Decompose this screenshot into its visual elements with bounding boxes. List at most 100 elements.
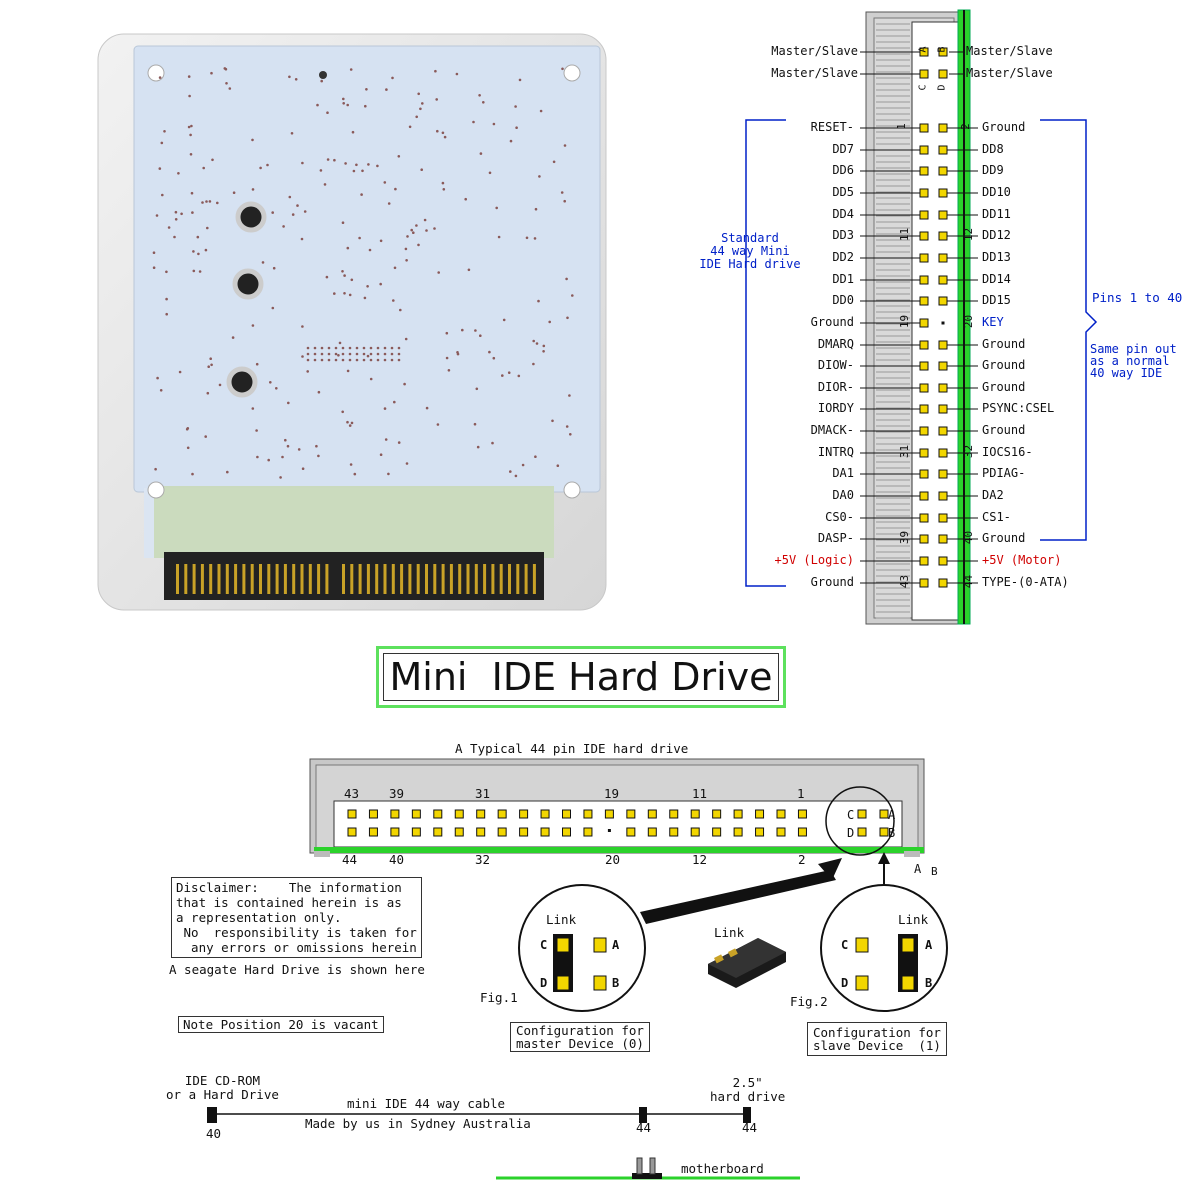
cable-diagram: [0, 1060, 1200, 1200]
pin-number-left: 43: [898, 574, 912, 589]
pin-number-left: 19: [898, 314, 912, 329]
adapter-photo: [94, 28, 614, 618]
pin-label-left: DMACK-: [810, 423, 854, 437]
pin-number-left: 1: [894, 123, 908, 130]
bracket-left-text: IDE Hard drive: [699, 257, 801, 271]
pin-label-left: DD4: [832, 207, 854, 221]
pin-label-right: Ground: [982, 358, 1026, 372]
pin-label-left: INTRQ: [817, 445, 854, 459]
fig2-caption: Fig.2: [790, 994, 828, 1009]
pin-label-right: DD14: [982, 272, 1011, 286]
pin-label-left: DD5: [832, 185, 854, 199]
screw-hole: [235, 201, 267, 233]
pin-label-left: RESET-: [810, 120, 854, 134]
master-slave-left: Master/Slave: [771, 66, 858, 80]
drive-letter-A-outside: A: [914, 862, 922, 876]
title-box: Mini IDE Hard Drive: [376, 646, 786, 708]
pin-label-left: DD6: [832, 163, 854, 177]
disclaimer-box: Disclaimer: The information that is cont…: [171, 877, 422, 958]
bracket-right-note: as a normal: [1090, 354, 1170, 368]
pin-label-left: DD2: [832, 250, 854, 264]
master-slave-right: Master/Slave: [966, 66, 1053, 80]
pin-label-left: Ground: [810, 315, 854, 329]
drive-jumper-letter: A: [888, 808, 896, 822]
pin-label-left: +5V (Logic): [774, 553, 854, 567]
drive-bottom-number: 44: [342, 852, 358, 867]
pin-number-left: 11: [898, 227, 912, 242]
bracket-right-note: 40 way IDE: [1090, 366, 1163, 380]
pin-label-left: DA1: [832, 466, 854, 480]
column-letter: A: [917, 46, 929, 53]
drive-top-number: 39: [389, 786, 405, 801]
fig2-C: C: [841, 938, 849, 952]
fig1-link: Link: [546, 912, 577, 927]
pin-label-left: DD7: [832, 142, 854, 156]
pin-label-right: PSYNC:CSEL: [982, 401, 1055, 415]
object-link: Link: [714, 925, 745, 940]
motherboard-label: motherboard: [681, 1161, 764, 1176]
tape: [154, 486, 554, 558]
pin-number-right: 20: [962, 314, 976, 329]
pin-label-left: DD1: [832, 272, 854, 286]
pin-label-right: TYPE-(0-ATA): [982, 575, 1069, 589]
bracket-left-text: 44 way Mini: [710, 244, 790, 258]
pin-label-left: DD0: [832, 293, 854, 307]
config-slave-box: Configuration for slave Device (1): [807, 1022, 947, 1056]
bracket-right-text: Pins 1 to 40: [1092, 290, 1183, 305]
made-by: Made by us in Sydney Australia: [305, 1116, 531, 1131]
drive-top-number: 19: [604, 786, 620, 801]
cable-mid-label: mini IDE 44 way cable: [347, 1096, 506, 1111]
pin-label-right: IOCS16-: [982, 445, 1033, 459]
fig1-A: A: [612, 938, 620, 952]
mount-hole: [563, 481, 581, 499]
pin-label-right: +5V (Motor): [982, 553, 1062, 567]
pin-label-right: DD15: [982, 293, 1011, 307]
pin-label-right: DD10: [982, 185, 1011, 199]
cable-num-40: 40: [206, 1126, 222, 1141]
pin-label-right: DD12: [982, 228, 1011, 242]
drive-jumper-letter: D: [847, 826, 855, 840]
pin-label-right: DA2: [982, 488, 1004, 502]
drive-top-number: 43: [344, 786, 360, 801]
pin-label-right: Ground: [982, 531, 1026, 545]
pin-number-right: 32: [962, 444, 976, 459]
pin-label-right: DD8: [982, 142, 1004, 156]
drive-caption: A Typical 44 pin IDE hard drive: [455, 741, 689, 756]
page-title: Mini IDE Hard Drive: [389, 655, 773, 699]
cable-right-label: 2.5" hard drive: [710, 1075, 786, 1104]
pin-number-right: 2: [958, 123, 972, 130]
screw-hole: [226, 366, 258, 398]
drive-bottom-number: 2: [798, 852, 806, 867]
column-letter: D: [936, 84, 948, 91]
fig2-B: B: [925, 976, 933, 990]
pin-number-right: 12: [962, 227, 976, 242]
vacant-note: Note Position 20 is vacant: [178, 1016, 384, 1033]
pin-number-right: 40: [962, 530, 976, 545]
fig1-D: D: [540, 976, 548, 990]
screw-hole: [232, 268, 264, 300]
column-letter: C: [917, 84, 929, 91]
fig2-D: D: [841, 976, 849, 990]
pin-label-left: DA0: [832, 488, 854, 502]
pin-label-left: Ground: [810, 575, 854, 589]
pin-label-right: DD11: [982, 207, 1011, 221]
cable-num-44a: 44: [636, 1120, 652, 1135]
pin-number-right: 44: [962, 574, 976, 589]
drive-jumper-letter: C: [847, 808, 855, 822]
fig1-C: C: [540, 938, 548, 952]
pin-label-right: KEY: [982, 315, 1004, 329]
drive-drawing: [300, 755, 940, 885]
pin-label-left: DMARQ: [817, 337, 854, 351]
cable-left-label: IDE CD-ROM or a Hard Drive: [166, 1073, 279, 1102]
mount-hole: [563, 64, 581, 82]
fig1-B: B: [612, 976, 620, 990]
seagate-note: A seagate Hard Drive is shown here: [169, 962, 425, 977]
pin-label-right: Ground: [982, 423, 1026, 437]
column-letter: B: [936, 46, 948, 53]
drive-top-number: 11: [692, 786, 708, 801]
fig2-A: A: [925, 938, 933, 952]
master-slave-left: Master/Slave: [771, 44, 858, 58]
pin-label-right: Ground: [982, 380, 1026, 394]
pin-number-left: 39: [898, 530, 912, 545]
